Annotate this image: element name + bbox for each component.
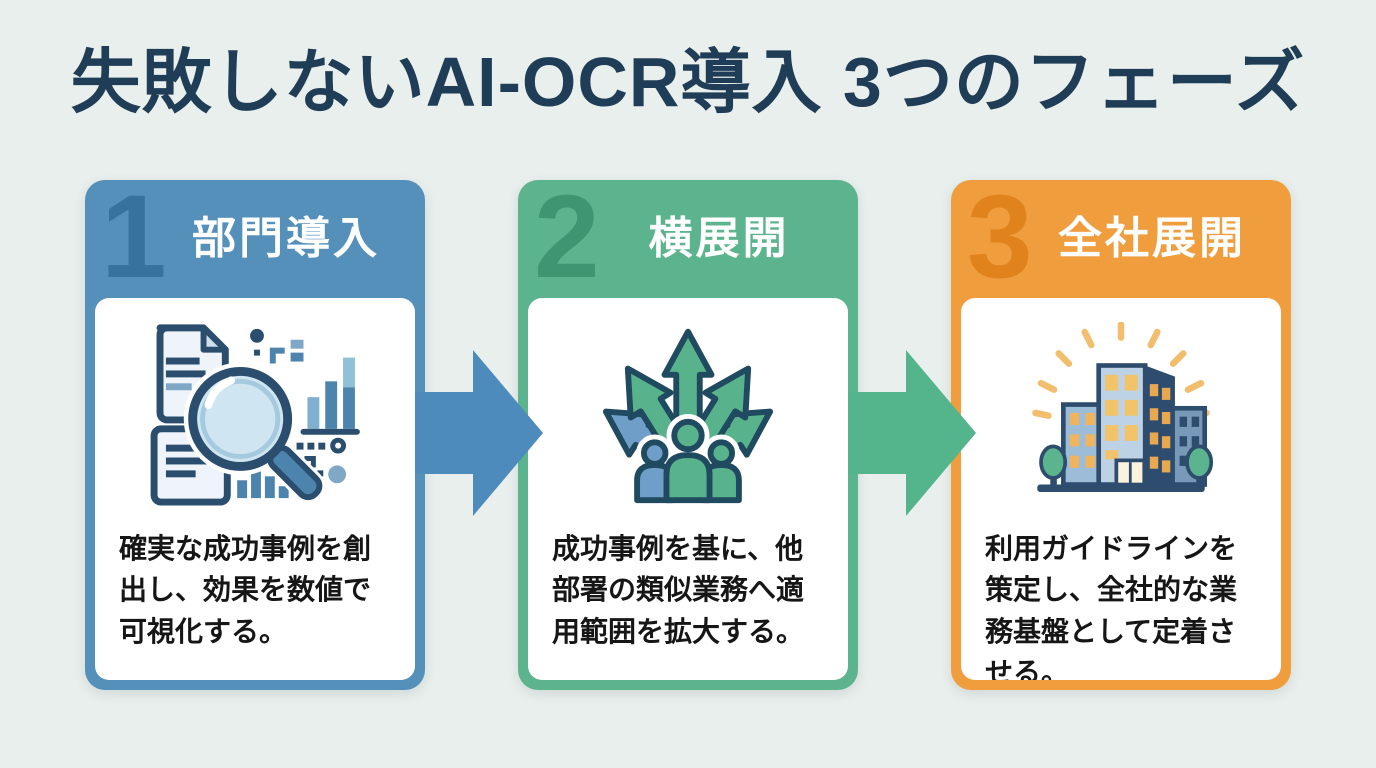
page-title: 失敗しないAI-OCR導入 3つのフェーズ (70, 43, 1306, 121)
phase-card-3: 3 全社展開 (951, 171, 1291, 690)
phase-number: 2 (534, 171, 600, 303)
phase2-to-phase3-arrow-icon (848, 349, 978, 517)
phase-title: 部門導入 (192, 214, 380, 263)
data-dots (250, 328, 304, 364)
magnifier-icon (183, 362, 325, 503)
phase-description: 確実な成功事例を創出し、効果を数値で可視化する。 (119, 533, 372, 647)
building-icon-svg (1032, 322, 1214, 492)
branching-icon-svg (590, 318, 786, 506)
bar-chart-icon (300, 357, 360, 435)
phase-title: 横展開 (648, 214, 790, 263)
ground-line (1037, 484, 1205, 492)
phase-number: 3 (967, 171, 1033, 303)
magnifier-documents-analysis-icon (146, 298, 364, 526)
left-building (1061, 402, 1103, 487)
phase-3-header: 3 全社展開 (951, 171, 1291, 303)
tree-icon (1039, 444, 1214, 487)
phase-2-panel: 成功事例を基に、他部署の類似業務へ適用範囲を拡大する。 (528, 298, 848, 680)
office-building-icon (1028, 298, 1214, 526)
phase-2-header: 2 横展開 (518, 171, 858, 303)
phase-card-1: 1 部門導入 (85, 171, 425, 690)
phase-description: 成功事例を基に、他部署の類似業務へ適用範囲を拡大する。 (552, 533, 805, 647)
phase-card-2: 2 横展開 (518, 171, 858, 690)
analysis-icon-svg (150, 324, 360, 506)
people-icon (634, 418, 742, 504)
branching-arrows-people-icon (590, 298, 786, 526)
main-building-side (1145, 365, 1175, 485)
phase-1-header: 1 部門導入 (85, 171, 425, 303)
phase-number: 1 (101, 171, 167, 303)
phase-3-panel: 利用ガイドラインを策定し、全社的な業務基盤として定着させる。 (961, 298, 1281, 680)
main-building-front (1096, 363, 1148, 487)
phase1-to-phase2-arrow-icon (415, 349, 545, 517)
phase-1-panel: 確実な成功事例を創出し、効果を数値で可視化する。 (95, 298, 415, 680)
phase-description: 利用ガイドラインを策定し、全社的な業務基盤として定着させる。 (985, 533, 1238, 680)
phase-title: 全社展開 (1058, 214, 1246, 263)
document-icon (156, 324, 229, 424)
data-dots (296, 437, 347, 484)
